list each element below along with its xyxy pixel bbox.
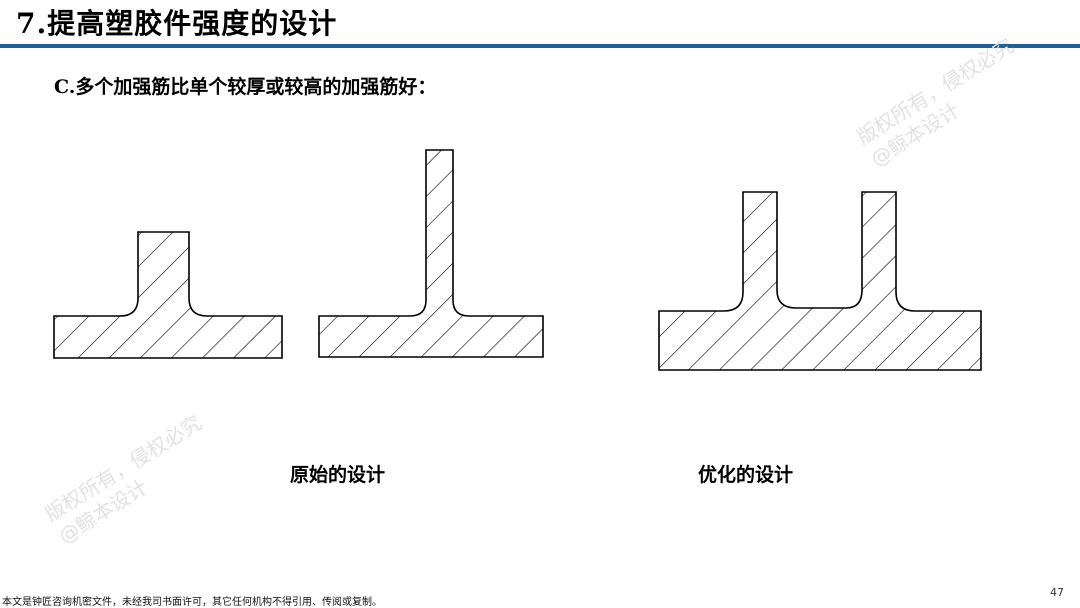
section-subtitle: C.多个加强筋比单个较厚或较高的加强筋好：	[54, 76, 437, 98]
original-tall-rib	[318, 149, 544, 358]
confidentiality-footer: 本文是钟匠咨询机密文件，未经我司书面许可，其它任何机构不得引用、传阅或复制。	[2, 597, 382, 608]
original-short-thick-rib	[53, 231, 283, 359]
page-title: 7.提高塑胶件强度的设计	[16, 7, 338, 40]
optimized-double-rib	[658, 191, 982, 371]
title-underline-bar	[0, 44, 1080, 48]
caption-optimized-design: 优化的设计	[698, 464, 794, 486]
page-number: 47	[1050, 586, 1064, 599]
caption-original-design: 原始的设计	[290, 464, 386, 486]
